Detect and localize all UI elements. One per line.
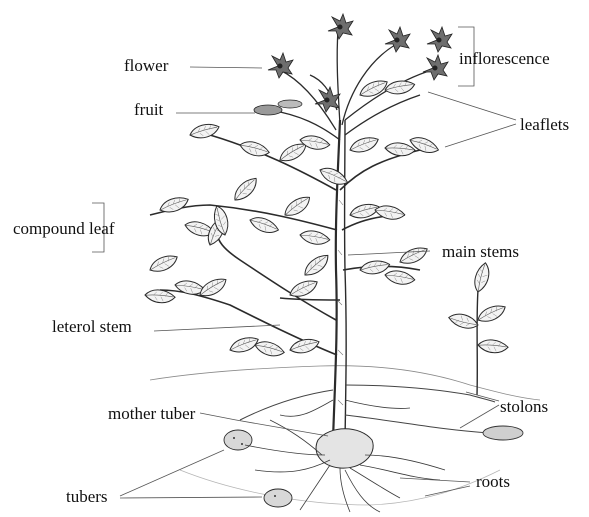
- label-fruit: fruit: [134, 101, 163, 118]
- label-stolons: stolons: [500, 398, 548, 415]
- label-tubers: tubers: [66, 488, 108, 505]
- label-main-stems: main stems: [442, 243, 519, 260]
- label-flower: flower: [124, 57, 168, 74]
- tuber-drawings: [224, 430, 292, 507]
- label-mother-tuber: mother tuber: [108, 405, 195, 422]
- fruit-drawing: [254, 100, 302, 115]
- main-stem: [333, 120, 346, 440]
- stolon-lines: [240, 385, 495, 433]
- sprout: [447, 261, 509, 395]
- stolon-tuber: [483, 426, 523, 440]
- leaf-branches: [150, 135, 420, 355]
- label-compound-leaf: compound leaf: [13, 220, 115, 237]
- label-roots: roots: [476, 473, 510, 490]
- label-leterol-stem: leterol stem: [52, 318, 132, 335]
- flowers: [268, 14, 452, 112]
- label-inflorescence: inflorescence: [459, 50, 550, 67]
- label-leaflets: leaflets: [520, 116, 569, 133]
